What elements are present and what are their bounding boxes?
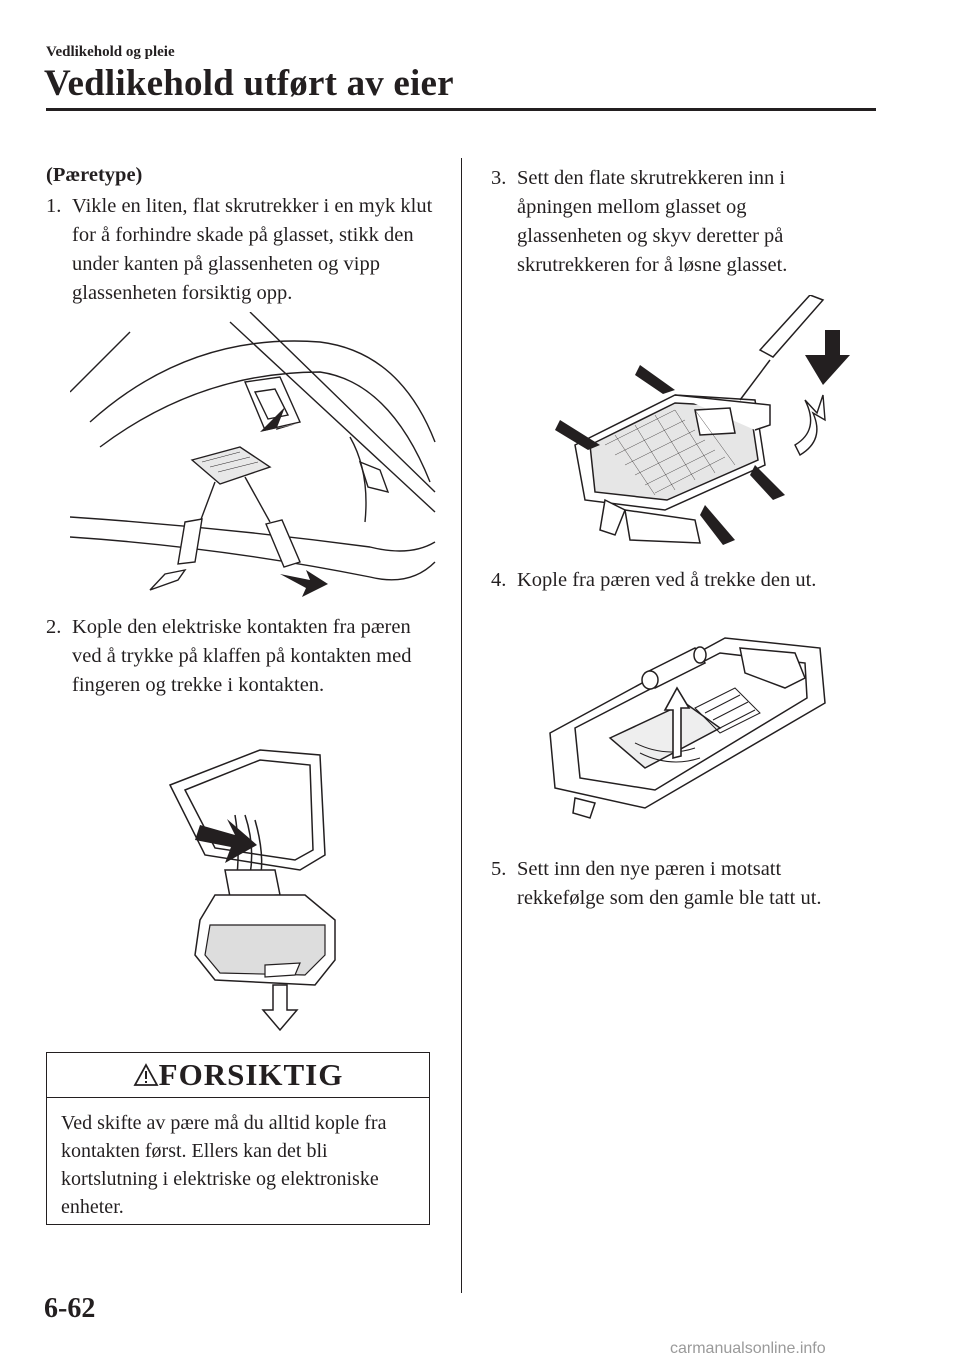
step-text: Vikle en liten, flat skrutrekker i en my… <box>72 195 433 304</box>
step-text: Sett den flate skrutrekkeren inn i åpnin… <box>517 167 788 276</box>
section-label: Vedlikehold og pleie <box>46 44 175 60</box>
bulb-type-subhead: (Pæretype) <box>46 164 143 186</box>
column-divider <box>461 158 462 1293</box>
caution-box: FORSIKTIG Ved skifte av pære må du allti… <box>46 1052 430 1225</box>
step-5: 5. Sett inn den nye pæren i motsatt rekk… <box>491 855 861 913</box>
step-number: 4. <box>491 569 507 591</box>
step-3: 3. Sett den flate skrutrekkeren inn i åp… <box>491 164 831 280</box>
caution-header: FORSIKTIG <box>47 1053 429 1098</box>
step-text: Kople fra pæren ved å trekke den ut. <box>517 569 817 591</box>
step-number: 5. <box>491 858 507 880</box>
illustration-pry-lamp <box>70 312 436 597</box>
step-1: 1. Vikle en liten, flat skrutrekker i en… <box>46 192 441 308</box>
warning-icon <box>133 1063 159 1086</box>
step-4: 4. Kople fra pæren ved å trekke den ut. <box>491 566 851 595</box>
step-text: Kople den elektriske kontakten fra pæren… <box>72 616 412 696</box>
watermark: carmanualsonline.info <box>670 1340 826 1357</box>
step-text: Sett inn den nye pæren i motsatt rekkefø… <box>517 858 822 909</box>
step-number: 1. <box>46 195 62 217</box>
page-number: 6-62 <box>44 1293 96 1324</box>
caution-title: FORSIKTIG <box>158 1057 344 1092</box>
step-number: 2. <box>46 616 62 638</box>
illustration-disconnect-connector <box>168 749 336 1032</box>
illustration-remove-bulb <box>549 637 826 819</box>
step-2: 2. Kople den elektriske kontakten fra pæ… <box>46 613 441 700</box>
step-number: 3. <box>491 167 507 189</box>
caution-text: Ved skifte av pære må du alltid kople fr… <box>61 1112 387 1218</box>
page-title: Vedlikehold utført av eier <box>44 63 454 104</box>
illustration-remove-lens <box>555 295 850 545</box>
title-rule <box>46 108 876 111</box>
